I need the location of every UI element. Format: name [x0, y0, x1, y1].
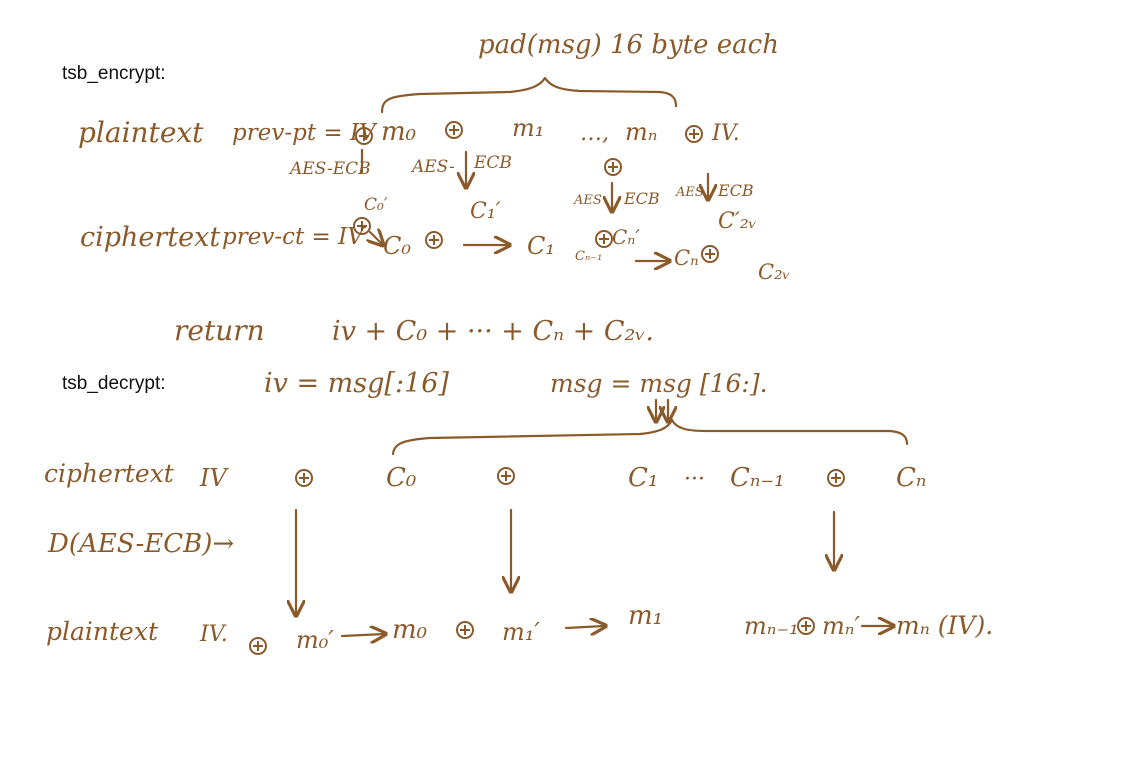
xor-icon — [249, 637, 267, 655]
dec-mn-prime: mₙ′ — [822, 612, 860, 640]
arrow-to-m0 — [340, 634, 384, 636]
prev-pt-assign: prev-pt = IV — [232, 120, 378, 146]
dec-c0: C₀ — [386, 463, 417, 493]
return-expression: iv + C₀ + ··· + Cₙ + C₂ᵥ. — [332, 316, 654, 347]
cipher-brace — [391, 418, 909, 456]
dec-mn-tail: mₙ (IV). — [896, 611, 993, 640]
enc-cn-prime: Cₙ′ — [612, 225, 640, 249]
aes-label-n: AES — [573, 193, 602, 208]
c1-prime: C₁′ — [470, 199, 501, 224]
c2v-prime: C′₂ᵥ — [718, 209, 757, 234]
enc-mn: mₙ — [625, 118, 657, 146]
dec-m1: m₁ — [628, 601, 663, 631]
dec-cn: Cₙ — [896, 463, 926, 493]
aes-label-0: AES-ECB — [288, 159, 371, 179]
enc-dots: …, — [580, 121, 609, 146]
xor-icon — [685, 125, 703, 143]
xor-icon — [425, 231, 443, 249]
xor-icon — [497, 467, 515, 485]
pad-brace — [380, 76, 678, 114]
enc-m0: m₀ — [381, 117, 417, 147]
aes-label-1b: ECB — [473, 153, 512, 173]
dec-m1-prime: m₁′ — [502, 618, 540, 646]
decrypt-aes-label: D(AES-ECB)→ — [47, 529, 234, 559]
dec-iv: IV — [199, 464, 229, 492]
dec-m0: m₀ — [392, 615, 428, 645]
decrypt-ciphertext-label: ciphertext — [44, 459, 175, 488]
enc-cn-1: Cₙ₋₁ — [575, 249, 602, 264]
aes-label-1: AES- — [410, 157, 455, 177]
msg-assign: msg = msg [16:]. — [550, 369, 768, 398]
enc-iv-tail: IV. — [711, 121, 740, 146]
enc-m1: m₁ — [512, 114, 544, 142]
enc-c1: C₁ — [527, 232, 555, 260]
encrypt-heading: tsb_encrypt: — [62, 63, 166, 84]
return-label: return — [174, 314, 265, 347]
dec-plain-iv: IV. — [199, 622, 228, 647]
xor-icon — [827, 469, 845, 487]
arrow-to-m1 — [564, 626, 604, 628]
xor-icon — [295, 469, 313, 487]
decrypt-heading: tsb_decrypt: — [62, 373, 166, 394]
enc-cn: Cₙ — [674, 246, 699, 270]
xor-icon — [797, 617, 815, 635]
c0-prime: C₀′ — [364, 195, 388, 215]
dec-c1: C₁ — [628, 463, 658, 493]
encrypt-ciphertext-label: ciphertext — [80, 222, 220, 253]
xor-icon — [456, 621, 474, 639]
decrypt-plaintext-label: plaintext — [46, 617, 159, 646]
dec-m0-prime: m₀′ — [296, 626, 334, 654]
xor-icon — [604, 158, 622, 176]
aes-label-nb: ECB — [623, 189, 660, 208]
aes-label-2v: AES — [675, 185, 704, 200]
arrow-to-c0 — [370, 232, 382, 244]
aes-label-2vb: ECB — [717, 181, 754, 200]
dec-cn-1: Cₙ₋₁ — [730, 463, 785, 493]
prev-ct-assign: prev-ct = IV — [222, 224, 366, 250]
xor-icon — [445, 121, 463, 139]
xor-icon — [701, 245, 719, 263]
pad-msg-label: pad(msg) 16 byte each — [478, 30, 779, 60]
encrypt-plaintext-label: plaintext — [78, 116, 204, 149]
dec-mn-1: mₙ₋₁ — [744, 612, 799, 640]
xor-icon — [595, 230, 613, 248]
iv-assign: iv = msg[:16] — [264, 368, 449, 399]
dec-dots: ··· — [684, 467, 705, 492]
enc-c2v: C₂ᵥ — [758, 260, 790, 284]
enc-c0: C₀ — [383, 232, 411, 260]
